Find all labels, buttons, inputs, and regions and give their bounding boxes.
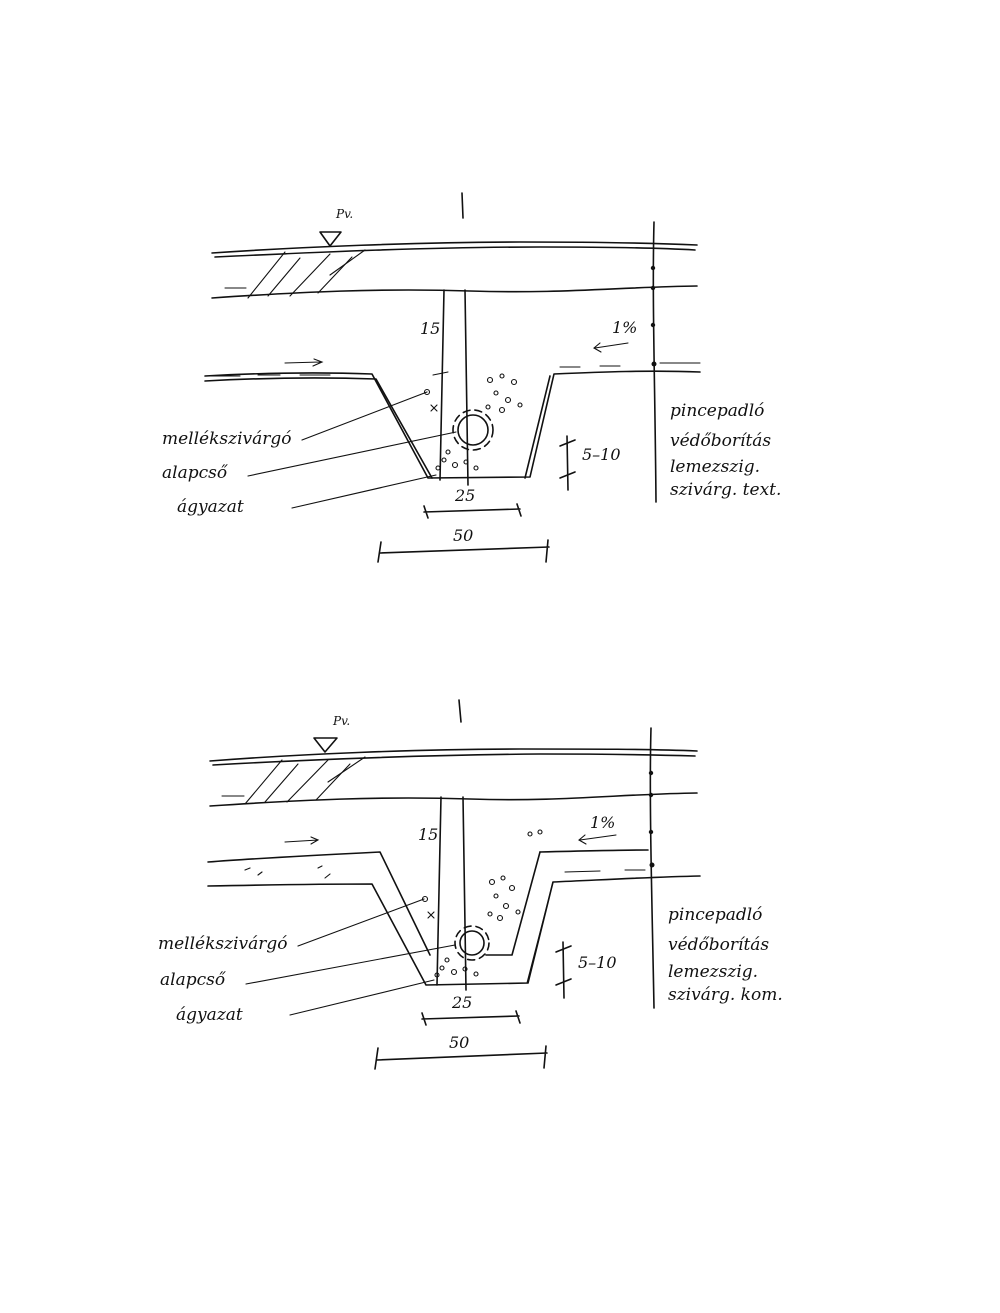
label-drain-layer: szivárg. kom.: [668, 985, 783, 1005]
label-basement-floor: pincepadló: [668, 905, 762, 925]
dim-top-width-label: 50: [453, 526, 473, 545]
dim-bottom-width-label: 25: [454, 486, 475, 505]
label-basement-floor: pincepadló: [670, 401, 764, 421]
level-mark-label: Pv.: [335, 207, 353, 221]
dim-top-label: 15: [420, 319, 440, 338]
label-side-drain: mellékszivárgó: [162, 429, 292, 449]
dim-top-width-label: 50: [449, 1033, 469, 1052]
level-mark-label: Pv.: [332, 714, 350, 728]
dim-bottom-width-label: 25: [451, 993, 472, 1012]
label-bedding: ágyazat: [177, 497, 244, 517]
slope-label: 1%: [612, 318, 637, 337]
label-sheet-waterproofing: lemezszig.: [668, 962, 758, 982]
label-bedding: ágyazat: [176, 1005, 243, 1025]
section-drawing-1: Pv.: [162, 192, 781, 563]
label-sheet-waterproofing: lemezszig.: [670, 457, 760, 477]
label-side-drain: mellékszivárgó: [158, 934, 288, 954]
label-protective-cover: védőborítás: [670, 431, 771, 451]
dim-top-label: 15: [418, 825, 438, 844]
label-drain-layer: szivárg. text.: [670, 480, 781, 500]
slope-label: 1%: [590, 813, 615, 832]
section-drawing-2: Pv.: [158, 699, 783, 1070]
label-main-pipe: alapcső: [160, 970, 226, 990]
level-marker-icon: [319, 231, 342, 247]
level-marker-icon: [313, 737, 338, 753]
label-main-pipe: alapcső: [162, 463, 228, 483]
dim-offset-label: 5–10: [578, 953, 617, 972]
dim-offset-label: 5–10: [582, 445, 621, 464]
label-protective-cover: védőborítás: [668, 935, 769, 955]
